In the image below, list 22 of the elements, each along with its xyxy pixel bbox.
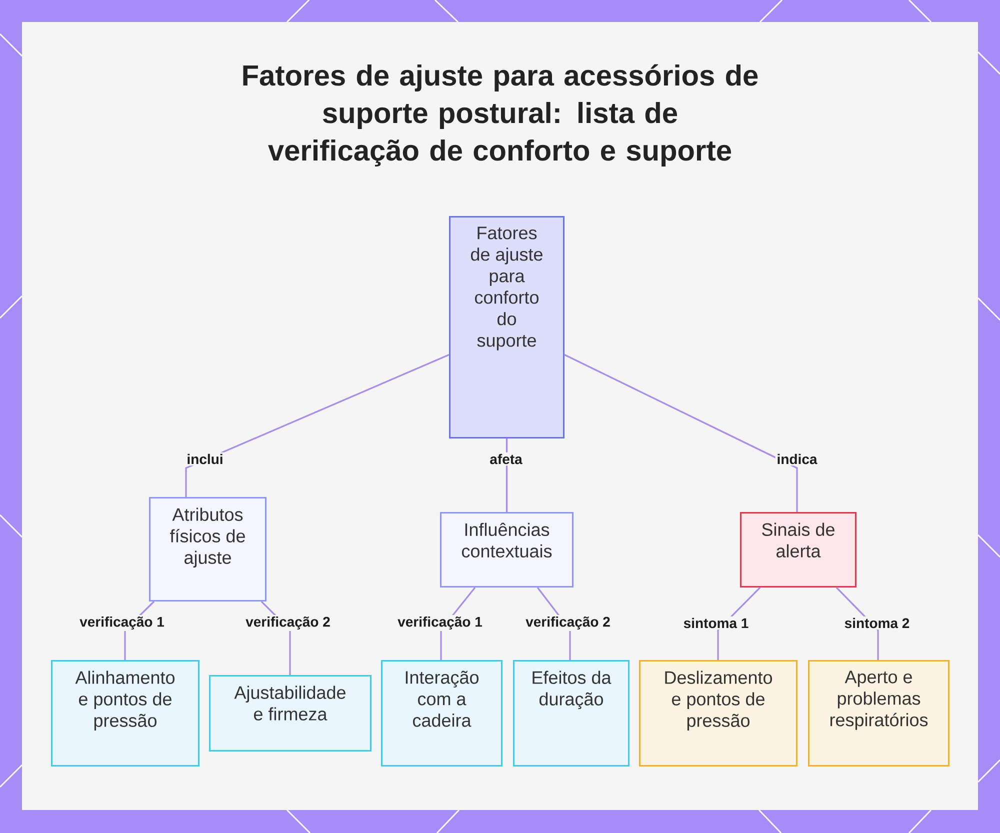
- edge-label: verificação 1: [396, 614, 484, 632]
- symptom-box: Aperto e problemas respiratórios: [808, 660, 950, 766]
- category-box: Influências contextuais: [440, 512, 574, 588]
- symptom-box: Deslizamento e pontos de pressão: [639, 660, 798, 766]
- edge-label: verificação 2: [244, 614, 332, 632]
- edge-label: sintoma 1: [682, 616, 750, 630]
- edge-label: indica: [775, 452, 819, 466]
- edge-label: inclui: [185, 452, 225, 466]
- edge-label: sintoma 2: [842, 616, 912, 630]
- central-box: Fatores de ajuste para conforto do suporte: [449, 216, 564, 438]
- category-box: Atributos físicos de ajuste: [149, 497, 266, 602]
- edge-label: afeta: [488, 452, 524, 466]
- title: Fatores de ajuste para acessórios de suporte postural: lista de verificação de conforto e suporte: [243, 64, 758, 166]
- edge-label: verificação 2: [524, 614, 612, 632]
- item-box: Alinhamento e pontos de pressão: [51, 660, 200, 766]
- item-box: Ajustabilidade e firmeza: [209, 675, 372, 752]
- connector-line: [564, 354, 798, 512]
- connector-line: [185, 354, 450, 497]
- item-box: Efeitos da duração: [513, 660, 630, 766]
- edge-label: verificação 1: [78, 614, 166, 632]
- alert-box: Sinais de alerta: [740, 512, 856, 588]
- item-box: Interação com a cadeira: [381, 660, 502, 766]
